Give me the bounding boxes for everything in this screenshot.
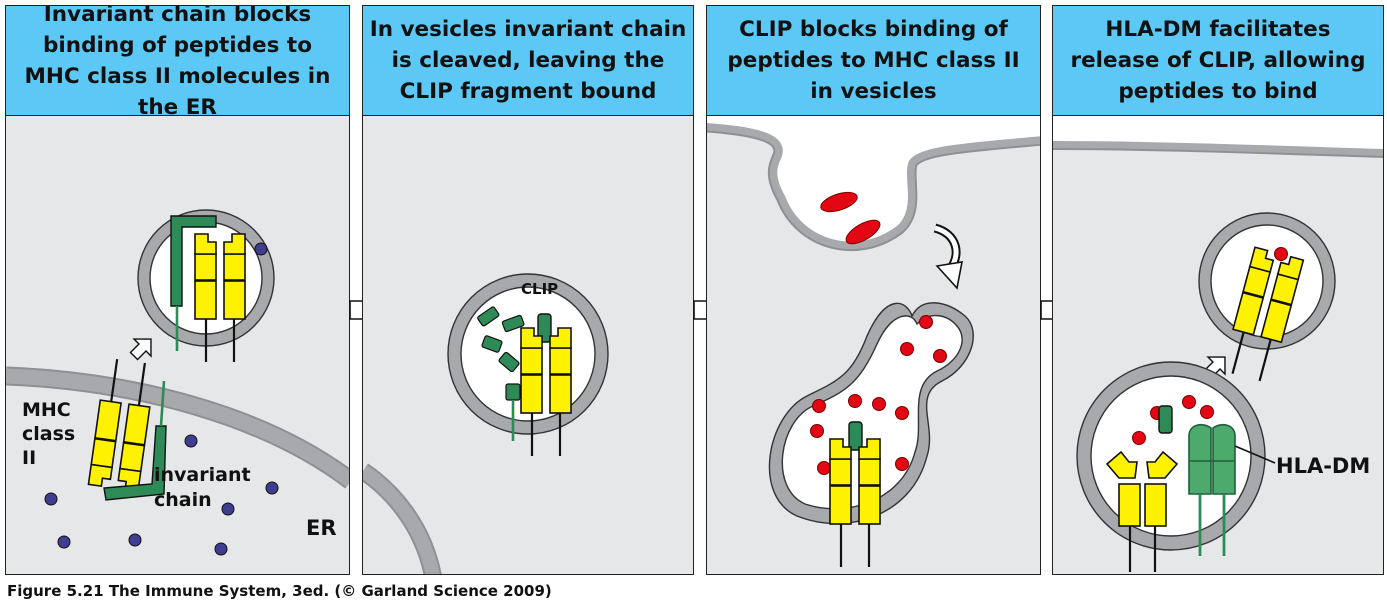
peptide <box>817 461 831 475</box>
panel-hla-dm: HLA-DM facilitates release of CLIP, allo… <box>1052 5 1384 575</box>
hla-dm-molecule <box>1188 423 1236 556</box>
panel-4-title: HLA-DM facilitates release of CLIP, allo… <box>1053 6 1383 116</box>
peptide <box>900 342 914 356</box>
peptide <box>872 397 886 411</box>
peptide <box>845 219 881 245</box>
clip-peptide <box>537 313 552 343</box>
mhc-class-ii-label: MHC class II <box>22 399 76 469</box>
panel-1-illustration <box>6 209 349 574</box>
peptide <box>810 424 824 438</box>
figure-caption: Figure 5.21 The Immune System, 3ed. (© G… <box>7 582 552 600</box>
clip-peptide <box>848 421 863 451</box>
er-label: ER <box>306 516 337 540</box>
peptide <box>1274 247 1288 261</box>
panel-2-illustration <box>363 273 609 574</box>
panel-3-title: CLIP blocks binding of peptides to MHC c… <box>707 6 1040 116</box>
panel-3-illustration <box>707 116 1040 569</box>
clip-label: CLIP <box>521 280 559 298</box>
peptide <box>848 394 862 408</box>
invariant-chain-er <box>103 425 167 501</box>
peptide <box>1200 405 1214 419</box>
er-protein <box>184 434 198 448</box>
peptide <box>895 406 909 420</box>
peptide <box>933 349 947 363</box>
panel-clip-blocking: CLIP blocks binding of peptides to MHC c… <box>706 5 1041 575</box>
invariant-chain-label: invariant chain <box>154 464 251 511</box>
clip-peptide <box>1158 405 1173 434</box>
peptide <box>1132 431 1146 445</box>
er-protein <box>44 492 58 506</box>
er-protein <box>214 542 228 556</box>
er-protein <box>221 502 235 516</box>
invariant-fragment <box>505 383 521 401</box>
peptide <box>812 399 826 413</box>
hla-dm-label: HLA-DM <box>1276 454 1371 478</box>
er-protein <box>265 481 279 495</box>
panel-er: Invariant chain blocks binding of peptid… <box>5 5 350 575</box>
er-protein <box>57 535 71 549</box>
er-protein <box>128 533 142 547</box>
invariant-chain <box>170 215 217 307</box>
invariant-fragment <box>477 306 500 327</box>
er-membrane <box>6 376 349 574</box>
peptide <box>1182 395 1196 409</box>
panel-4-illustration <box>1053 116 1383 572</box>
fusion-arrow <box>933 223 964 290</box>
peptide <box>919 315 933 329</box>
invariant-fragment <box>501 314 525 333</box>
panel-vesicle-cleavage: In vesicles invariant chain is cleaved, … <box>362 5 694 575</box>
er-protein <box>254 242 268 256</box>
invariant-fragment <box>481 335 503 353</box>
invariant-fragment <box>498 351 520 373</box>
peptide <box>820 191 858 213</box>
transport-arrow <box>129 338 152 361</box>
panel-1-title: Invariant chain blocks binding of peptid… <box>6 6 349 120</box>
panel-2-title: In vesicles invariant chain is cleaved, … <box>363 6 693 116</box>
peptide <box>895 457 909 471</box>
